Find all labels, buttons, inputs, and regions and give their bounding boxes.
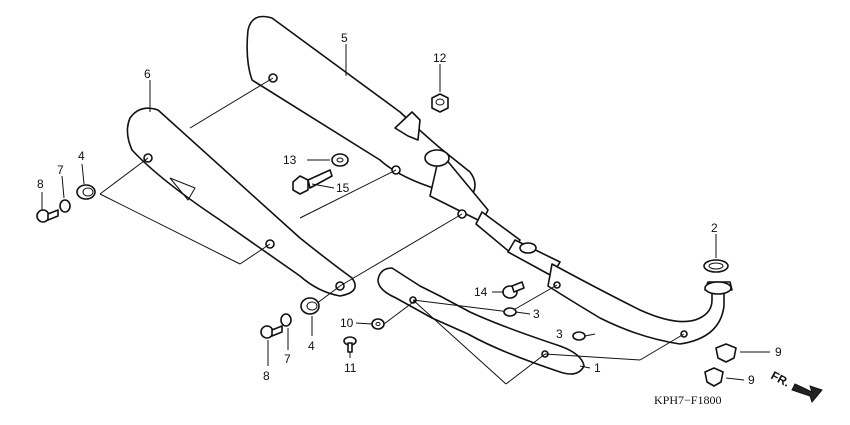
callout-1: 1 (594, 361, 601, 375)
pipe-guard (377, 267, 585, 375)
grommet-4b (300, 297, 320, 315)
callout-6: 6 (144, 67, 151, 81)
muffler-protector (126, 107, 356, 297)
front-label: FR. (769, 368, 793, 389)
callout-9a: 9 (775, 345, 782, 359)
callout-4b: 4 (308, 339, 315, 353)
front-direction-indicator: FR. (769, 368, 823, 404)
callout-7a: 7 (57, 163, 64, 177)
callout-13: 13 (283, 153, 297, 167)
callout-5: 5 (341, 31, 348, 45)
alignment-lines (99, 77, 685, 385)
gasket (703, 259, 729, 273)
bolt-8a (36, 209, 59, 223)
callout-8a: 8 (37, 177, 44, 191)
callout-15: 15 (336, 181, 350, 195)
screw-11 (343, 336, 357, 353)
washer-3b (572, 331, 586, 341)
muffler (246, 15, 561, 277)
grommet-4a (76, 184, 96, 200)
callout-12: 12 (433, 51, 447, 65)
nut-12 (431, 93, 449, 113)
callout-8b: 8 (263, 369, 270, 383)
washer-3a (503, 307, 517, 317)
collar-7b (280, 313, 292, 327)
callout-labels: 6 5 12 13 15 4 7 8 2 14 3 3 9 9 10 11 7 … (37, 31, 782, 387)
callout-2: 2 (711, 221, 718, 235)
drawing-code: KPH7−F1800 (654, 393, 721, 407)
exhaust-pipe (547, 263, 733, 345)
callout-3b: 3 (556, 327, 563, 341)
bolt-8b (260, 325, 283, 339)
callout-11: 11 (344, 361, 357, 375)
callout-7b: 7 (284, 352, 291, 366)
callout-14: 14 (474, 285, 488, 299)
nut-9b (704, 367, 724, 387)
washer-10 (371, 318, 385, 330)
callout-9b: 9 (748, 373, 755, 387)
callout-3a: 3 (533, 307, 540, 321)
nut-9a (715, 343, 737, 363)
collar-7a (59, 199, 71, 213)
callout-10: 10 (340, 316, 354, 330)
bolt-15 (292, 169, 333, 195)
hardware (36, 93, 737, 387)
front-arrow-icon (791, 383, 823, 404)
bolt-14 (502, 281, 525, 299)
washer-13 (331, 153, 349, 167)
callout-4a: 4 (78, 149, 85, 163)
callout-leaders (41, 44, 770, 381)
